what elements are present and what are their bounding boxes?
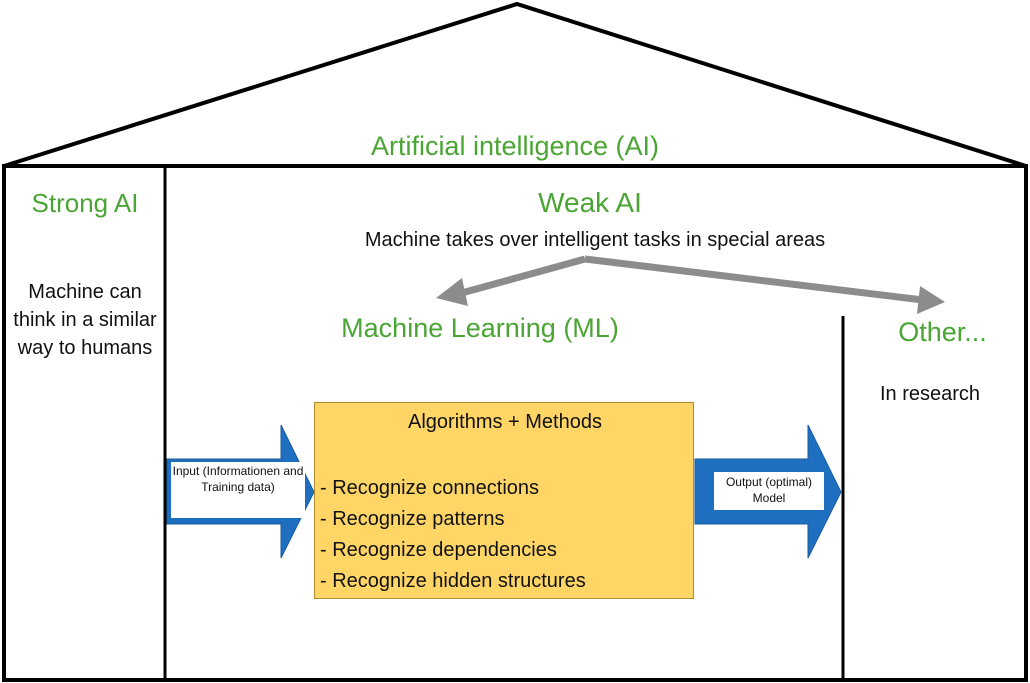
list-item: - Recognize dependencies [320,539,557,561]
strong-ai-title: Strong AI [31,188,139,218]
other-title: Other... [898,317,987,347]
house-walls [2,164,1028,682]
weak-ai-description: Machine takes over intelligent tasks in … [364,229,826,251]
list-item: - Recognize connections [320,477,540,499]
branch-arrows [436,255,945,314]
input-label: Input (Informationen and Training data) [172,464,304,494]
weak-ai-title: Weak AI [538,187,642,218]
algorithms-list: - Recognize connections - Recognize patt… [320,473,586,597]
list-item: - Recognize patterns [320,508,505,530]
output-label: Output (optimal) Model [725,475,813,505]
algorithms-box-title: Algorithms + Methods [408,411,602,433]
machine-learning-title: Machine Learning (ML) [341,313,619,343]
other-description: In research [879,383,981,405]
output-label-bg [714,472,824,510]
algorithms-box: Algorithms + Methods - Recognize connect… [314,402,694,599]
input-label-bg [171,462,305,518]
list-item: - Recognize hidden structures [320,570,586,592]
diagram-title: Artificial intelligence (AI) [370,131,660,161]
strong-ai-description: Machine can think in a similar way to hu… [13,281,157,359]
